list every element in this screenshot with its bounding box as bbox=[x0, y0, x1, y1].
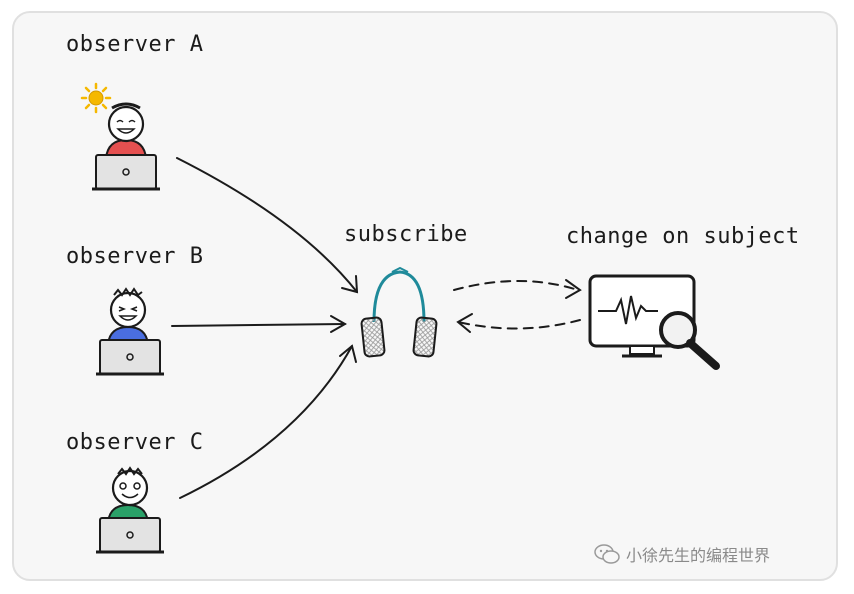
person-icon bbox=[106, 287, 150, 345]
laptop-icon bbox=[96, 339, 164, 376]
magnifier-icon bbox=[659, 311, 720, 370]
arrowhead-a bbox=[341, 275, 359, 294]
observer-a-label: observer A bbox=[66, 32, 204, 57]
subscribe-label: subscribe bbox=[344, 222, 468, 247]
observer-c-figure bbox=[96, 466, 164, 554]
arrowhead-c bbox=[339, 344, 357, 363]
headphones-icon bbox=[360, 266, 438, 358]
arrowhead-b bbox=[330, 315, 348, 333]
arrow-c-to-subscribe bbox=[179, 345, 353, 499]
person-icon bbox=[104, 102, 148, 159]
arrowhead-to-subject bbox=[565, 279, 582, 299]
arrow-b-to-subscribe bbox=[171, 323, 346, 327]
arrowhead-to-subscribe bbox=[456, 313, 473, 333]
subject-label: change on subject bbox=[566, 224, 800, 249]
diagram-frame bbox=[12, 11, 838, 581]
sun-icon bbox=[80, 82, 112, 114]
arrow-subject-to-subscribe bbox=[457, 319, 581, 330]
laptop-icon bbox=[92, 154, 160, 191]
observer-a-figure bbox=[92, 102, 160, 191]
change-arrows bbox=[453, 280, 581, 330]
watermark-text: 小徐先生的编程世界 bbox=[626, 546, 771, 565]
wechat-icon bbox=[594, 544, 620, 564]
observer-c-label: observer C bbox=[66, 430, 204, 455]
watermark: 小徐先生的编程世界 bbox=[594, 542, 770, 566]
laptop-icon bbox=[96, 517, 164, 554]
observer-b-label: observer B bbox=[66, 244, 204, 269]
waveform bbox=[598, 295, 658, 325]
arrow-subscribe-to-subject bbox=[453, 280, 579, 291]
observer-b-figure bbox=[96, 287, 164, 376]
subscribe-arrows bbox=[171, 157, 359, 499]
person-icon bbox=[106, 466, 150, 523]
arrow-a-to-subscribe bbox=[176, 157, 358, 293]
